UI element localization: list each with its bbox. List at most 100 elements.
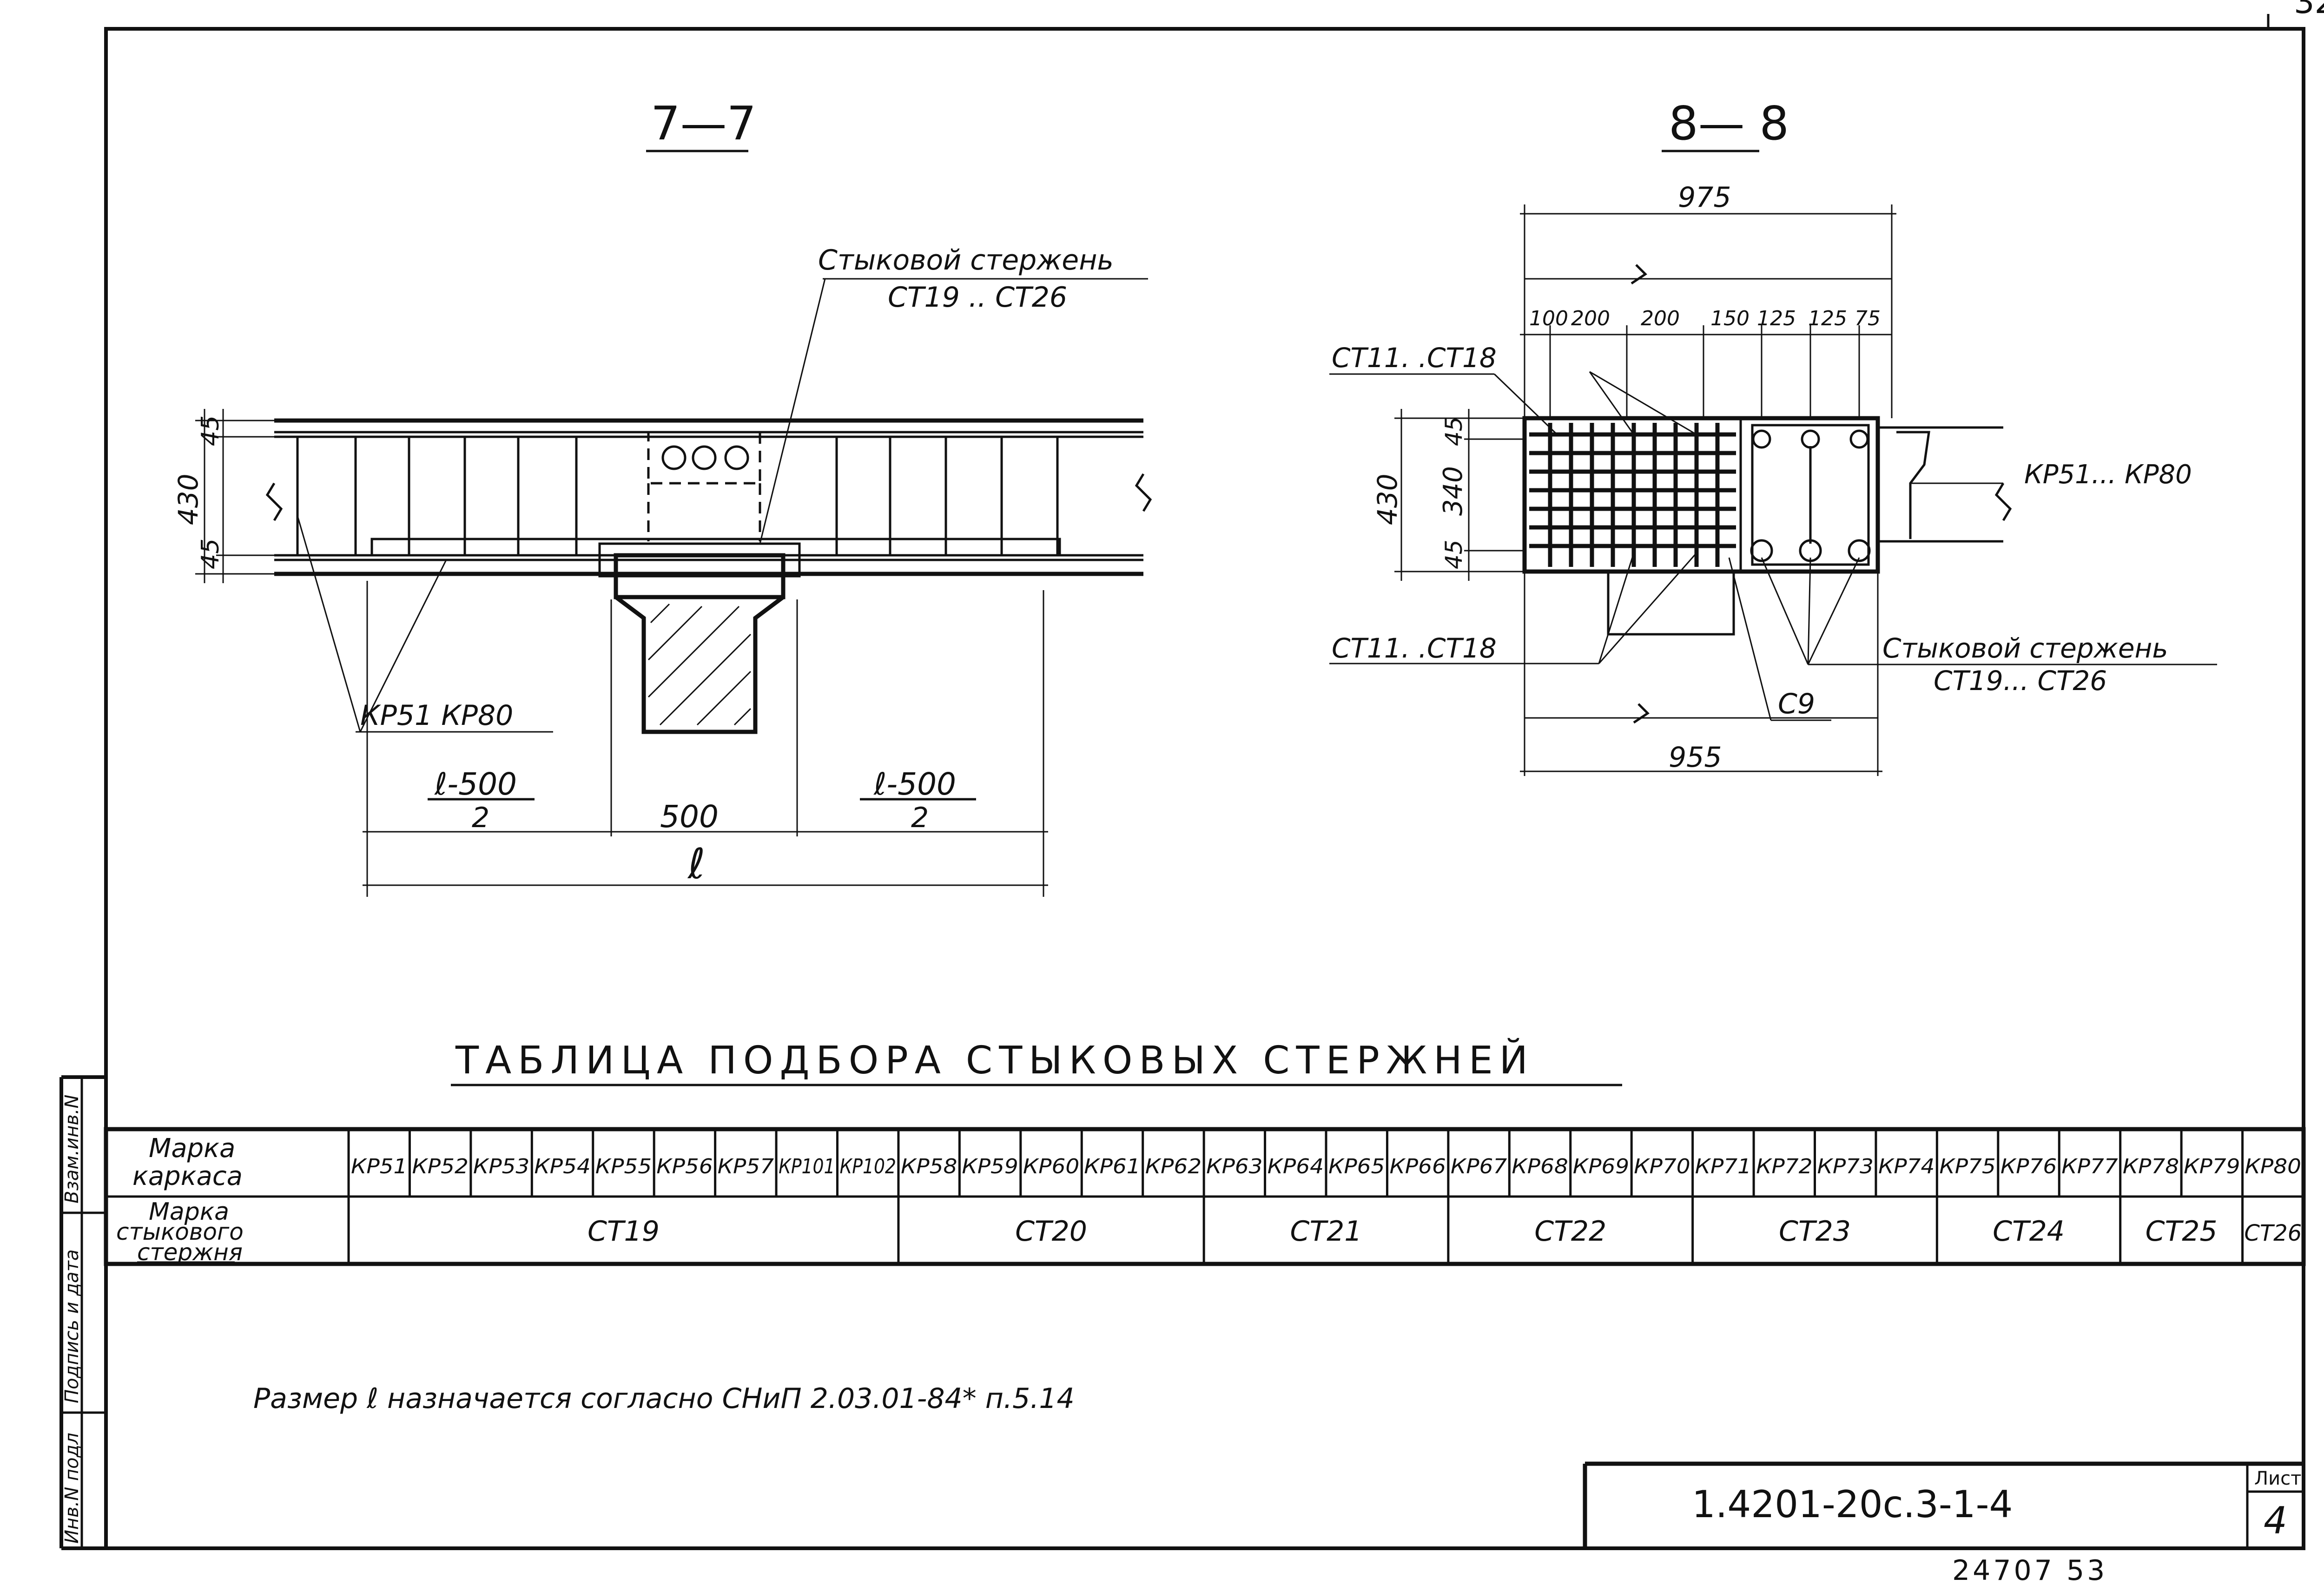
frame-cell: КР58 bbox=[901, 1155, 957, 1178]
rod-cell: СТ20 bbox=[1015, 1215, 1087, 1248]
frame-cell: КР101 bbox=[779, 1155, 835, 1178]
frame-cell: КР102 bbox=[840, 1155, 896, 1178]
dim-975: 975 bbox=[1678, 181, 1731, 214]
frame-cell: КР70 bbox=[1634, 1155, 1690, 1178]
rod-cell: СТ22 bbox=[1534, 1215, 1606, 1248]
dim-955: 955 bbox=[1669, 741, 1722, 774]
rod-cell: СТ23 bbox=[1779, 1215, 1851, 1248]
title-stamp: 1.4201-20с.3-1-4 Лист 4 bbox=[1583, 1461, 2304, 1548]
row2-header-line3: стержня bbox=[137, 1239, 243, 1266]
dims-top-2: 200 bbox=[1641, 307, 1680, 330]
section-outline bbox=[1522, 416, 1880, 574]
c9-label: С9 bbox=[1778, 688, 1815, 720]
dim-45-bottom-8-8: 45 bbox=[1440, 539, 1467, 569]
section-8-8: 8— 8 975 100 200 200 150 125 125 75 bbox=[1329, 96, 2217, 776]
rod-cell: СТ21 bbox=[1290, 1215, 1362, 1248]
frame-cell: КР68 bbox=[1512, 1155, 1568, 1178]
row1-header-line2: каркаса bbox=[132, 1161, 243, 1191]
dims-top-5: 125 bbox=[1808, 307, 1847, 330]
rod-cell: СТ24 bbox=[1993, 1215, 2065, 1248]
frame-cell: КР52 bbox=[412, 1155, 468, 1178]
column bbox=[614, 595, 785, 734]
frame-cell: КР56 bbox=[656, 1155, 713, 1178]
dims-top-6: 75 bbox=[1855, 307, 1881, 330]
rods-row: СТ19 СТ20 СТ21 СТ22 СТ23 СТ24 СТ25 СТ26 bbox=[588, 1197, 2302, 1264]
frame-cell: КР60 bbox=[1023, 1155, 1079, 1178]
selection-table: Марка каркаса Марка стыкового стержня КР… bbox=[104, 1127, 2306, 1266]
dim-430-8-8: 430 bbox=[1372, 474, 1403, 525]
dim-45-top-7-7: 45 bbox=[197, 415, 224, 446]
joint-rod-label-7-7: Стыковой стержень bbox=[818, 244, 1114, 276]
dim-left-num: ℓ-500 bbox=[434, 766, 517, 802]
frame-cell: КР66 bbox=[1389, 1155, 1446, 1178]
rods-bottom-label-8-8: СТ11. .СТ18 bbox=[1332, 632, 1497, 664]
dims-top-0: 100 bbox=[1529, 307, 1568, 330]
dim-left-den: 2 bbox=[472, 802, 489, 834]
frame-cell: КР73 bbox=[1817, 1155, 1874, 1178]
frame-cell: КР59 bbox=[962, 1155, 1018, 1178]
frame-cell: КР79 bbox=[2184, 1155, 2240, 1178]
frame-cell: КР53 bbox=[473, 1155, 529, 1178]
frame-cell: КР77 bbox=[2061, 1155, 2118, 1178]
row2-header-line2: стыкового bbox=[116, 1218, 244, 1245]
sheet-number: 4 bbox=[2264, 1499, 2287, 1542]
frame-cell: КР61 bbox=[1084, 1155, 1140, 1178]
frame-cell: КР63 bbox=[1206, 1155, 1262, 1178]
dim-45-top-8-8: 45 bbox=[1440, 416, 1467, 446]
dim-total: ℓ bbox=[687, 840, 705, 888]
dims-top-1: 200 bbox=[1571, 307, 1610, 330]
row2-header-line1: Марка bbox=[149, 1198, 229, 1226]
frame-cell: КР62 bbox=[1145, 1155, 1202, 1178]
frame-cell: КР74 bbox=[1878, 1155, 1934, 1178]
frame-cell: КР54 bbox=[534, 1155, 590, 1178]
frame-cell: КР72 bbox=[1756, 1155, 1812, 1178]
joint-rod-range-8-8: СТ19... СТ26 bbox=[1934, 665, 2107, 697]
joint-rod-range-7-7: СТ19 .. СТ26 bbox=[888, 281, 1067, 314]
section-7-7-title: 7—7 bbox=[651, 96, 756, 151]
frame-cell: КР75 bbox=[1939, 1155, 1995, 1178]
row1-header-line1: Марка bbox=[149, 1133, 235, 1164]
frame-cell: КР55 bbox=[595, 1155, 652, 1178]
dim-mid: 500 bbox=[660, 799, 719, 835]
frame-cell: КР78 bbox=[2123, 1155, 2179, 1178]
side-stamp-inv: Инв.N подл bbox=[61, 1433, 83, 1544]
dim-340-8-8: 340 bbox=[1438, 466, 1468, 516]
frame-cell: КР67 bbox=[1451, 1155, 1507, 1178]
sheet-frame bbox=[104, 27, 2305, 1550]
rod-cell: СТ19 bbox=[588, 1215, 660, 1248]
frame-cell: КР65 bbox=[1328, 1155, 1385, 1178]
side-stamp-sign: Подпись и дата bbox=[61, 1250, 83, 1403]
section-7-7: 7—7 bbox=[172, 96, 1152, 897]
doc-code: 1.4201-20с.3-1-4 bbox=[1692, 1483, 2013, 1526]
rod-cell: СТ25 bbox=[2146, 1215, 2218, 1248]
frame-cell: КР51 bbox=[351, 1155, 407, 1178]
joint-rod-label-8-8: Стыковой стержень bbox=[1882, 632, 2168, 664]
dim-right-den: 2 bbox=[911, 802, 929, 834]
frame-cell: КР80 bbox=[2245, 1155, 2301, 1178]
dim-430-7-7: 430 bbox=[172, 474, 204, 525]
frame-label-8-8: КР51... КР80 bbox=[2024, 460, 2192, 490]
dim-45-bottom-7-7: 45 bbox=[197, 539, 224, 569]
frame-cell: КР64 bbox=[1268, 1155, 1324, 1178]
frame-cell: КР76 bbox=[2000, 1155, 2057, 1178]
dims-top-3: 150 bbox=[1710, 307, 1750, 330]
table-title: ТАБЛИЦА ПОДБОРА СТЫКОВЫХ СТЕРЖНЕЙ bbox=[455, 1038, 1534, 1083]
sheet-label: Лист bbox=[2254, 1468, 2301, 1489]
rods-top-label-8-8: СТ11. .СТ18 bbox=[1332, 342, 1497, 374]
stirrups bbox=[296, 437, 1059, 555]
note: Размер ℓ назначается согласно СНиП 2.03.… bbox=[253, 1382, 1075, 1415]
frame-label-7-7: КР51 КР80 bbox=[360, 699, 513, 732]
dims-top-4: 125 bbox=[1757, 307, 1796, 330]
dim-right-num: ℓ-500 bbox=[873, 766, 956, 802]
rod-cell: СТ26 bbox=[2244, 1220, 2302, 1246]
corner-page-number: 32 bbox=[2294, 0, 2324, 21]
archive-number: 24707 53 bbox=[1952, 1554, 2107, 1585]
frame-cell: КР71 bbox=[1695, 1155, 1751, 1178]
frame-cell: КР69 bbox=[1573, 1155, 1629, 1178]
side-stamp-replace: Взам.инв.N bbox=[61, 1095, 83, 1204]
frame-cell: КР57 bbox=[718, 1155, 774, 1178]
reinforcement-mesh bbox=[1529, 423, 1736, 567]
section-8-8-title: 8— 8 bbox=[1669, 96, 1789, 151]
